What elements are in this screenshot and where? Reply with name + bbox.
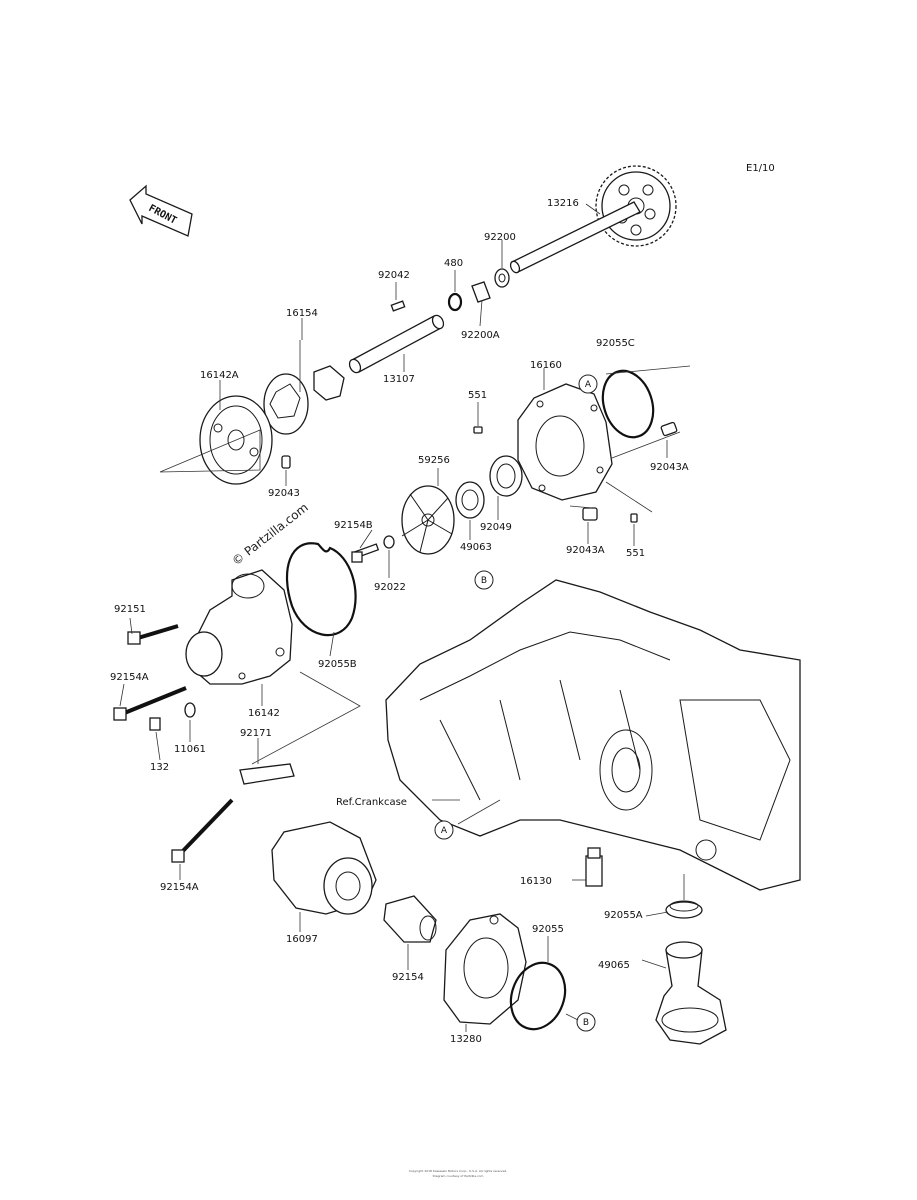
- label-92055c[interactable]: 92055C: [596, 338, 635, 349]
- svg-text:B: B: [583, 1018, 589, 1028]
- footer-line-2: Diagram courtesy of Partzilla.com: [433, 1174, 484, 1178]
- shaft-13216[interactable]: [509, 201, 641, 274]
- dowel-551-top[interactable]: [473, 426, 483, 434]
- pin-92043[interactable]: [281, 455, 291, 469]
- label-92055[interactable]: 92055: [532, 924, 564, 935]
- oring-92055a[interactable]: [665, 900, 703, 919]
- pin-92043a-right[interactable]: [660, 421, 678, 437]
- label-92043[interactable]: 92043: [268, 488, 300, 499]
- crankcase: [385, 579, 801, 891]
- label-13216[interactable]: 13216: [547, 198, 579, 209]
- label-92154a-lower[interactable]: 92154A: [160, 882, 199, 893]
- pin-92043a-lower[interactable]: [582, 507, 598, 521]
- label-49065[interactable]: 49065: [598, 960, 630, 971]
- label-551-top[interactable]: 551: [468, 390, 487, 401]
- label-92055a[interactable]: 92055A: [604, 910, 643, 921]
- label-13280[interactable]: 13280: [450, 1034, 482, 1045]
- page-code: E1/10: [746, 163, 775, 174]
- bolt-132[interactable]: [149, 717, 161, 731]
- impeller-59256[interactable]: [401, 485, 455, 555]
- svg-text:A: A: [441, 826, 448, 836]
- washer-11061[interactable]: [184, 702, 196, 718]
- label-551-bottom[interactable]: 551: [626, 548, 645, 559]
- oring-92055c[interactable]: [595, 364, 662, 444]
- inner-rotor-16154[interactable]: [263, 365, 345, 435]
- ref-crankcase-label: Ref.Crankcase: [336, 797, 407, 808]
- pump-body-16142[interactable]: [185, 569, 293, 685]
- label-92200a[interactable]: 92200A: [461, 330, 500, 341]
- label-49063[interactable]: 49063: [460, 542, 492, 553]
- bolt-92154a-lower[interactable]: [171, 798, 234, 863]
- label-11061[interactable]: 11061: [174, 744, 206, 755]
- label-480[interactable]: 480: [444, 258, 463, 269]
- label-92055b[interactable]: 92055B: [318, 659, 357, 670]
- bolt-92154b[interactable]: [351, 543, 380, 563]
- label-132[interactable]: 132: [150, 762, 169, 773]
- watermark: © Partzilla.com: [229, 500, 311, 568]
- cover-13280[interactable]: [443, 913, 527, 1025]
- strainer-49065[interactable]: [655, 941, 727, 1045]
- label-92151[interactable]: 92151: [114, 604, 146, 615]
- label-16142[interactable]: 16142: [248, 708, 280, 719]
- washer-92022[interactable]: [383, 535, 395, 549]
- label-92154a-upper[interactable]: 92154A: [110, 672, 149, 683]
- front-arrow-icon: FRONT: [129, 184, 193, 237]
- washer-92200[interactable]: [494, 268, 510, 288]
- label-92049[interactable]: 92049: [480, 522, 512, 533]
- pin-92042[interactable]: [390, 300, 406, 312]
- fitting-92154[interactable]: [383, 895, 437, 943]
- circlip-480[interactable]: [447, 292, 463, 312]
- label-92043a-right[interactable]: 92043A: [650, 462, 689, 473]
- label-16097[interactable]: 16097: [286, 934, 318, 945]
- shaft-13107[interactable]: [347, 313, 445, 374]
- label-16130[interactable]: 16130: [520, 876, 552, 887]
- pump-cover-16160[interactable]: [517, 383, 613, 501]
- label-92154b[interactable]: 92154B: [334, 520, 373, 531]
- label-92171[interactable]: 92171: [240, 728, 272, 739]
- clamp-92171[interactable]: [239, 763, 295, 785]
- bearing-92049[interactable]: [489, 455, 523, 497]
- label-92200[interactable]: 92200: [484, 232, 516, 243]
- fitting-16130[interactable]: [585, 847, 603, 887]
- label-16142a[interactable]: 16142A: [200, 370, 239, 381]
- svg-text:B: B: [481, 576, 487, 586]
- seal-49063[interactable]: [455, 481, 485, 519]
- oring-92055[interactable]: [502, 955, 574, 1037]
- ref-marker-b-top: B: [474, 570, 494, 590]
- label-16160[interactable]: 16160: [530, 360, 562, 371]
- label-92042[interactable]: 92042: [378, 270, 410, 281]
- label-13107[interactable]: 13107: [383, 374, 415, 385]
- footer-line-1: Copyright 2018 Kawasaki Motors Corp., U.…: [409, 1169, 508, 1173]
- svg-text:A: A: [585, 380, 592, 390]
- ref-marker-a-bottom: A: [434, 820, 454, 840]
- label-92022[interactable]: 92022: [374, 582, 406, 593]
- label-16154[interactable]: 16154: [286, 308, 318, 319]
- label-92154[interactable]: 92154: [392, 972, 424, 983]
- dowel-551-bottom[interactable]: [630, 513, 638, 523]
- label-59256[interactable]: 59256: [418, 455, 450, 466]
- label-92043a-lower[interactable]: 92043A: [566, 545, 605, 556]
- oil-filter-16097[interactable]: [271, 821, 377, 915]
- ref-marker-a-top: A: [578, 374, 598, 394]
- oring-92055b[interactable]: [285, 542, 357, 637]
- clip-92200a[interactable]: [471, 281, 491, 303]
- bolt-92154a-upper[interactable]: [113, 686, 187, 721]
- ref-marker-b-bottom: B: [576, 1012, 596, 1032]
- bolt-92151[interactable]: [127, 624, 179, 645]
